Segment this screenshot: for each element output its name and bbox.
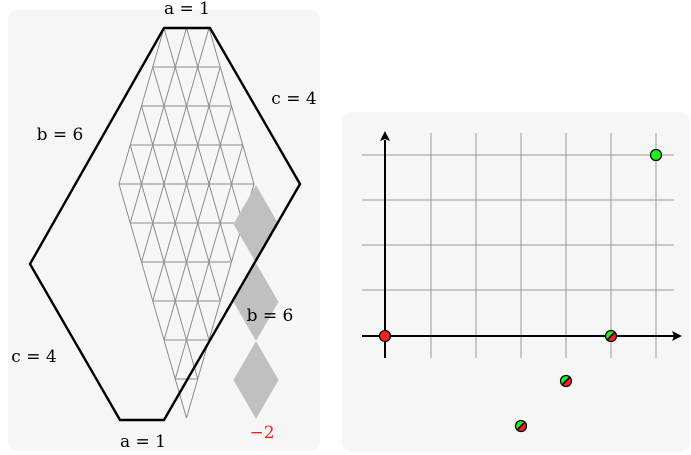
- grid-edge: [174, 300, 187, 341]
- grid-edge: [219, 105, 232, 146]
- grid-edge: [197, 222, 210, 263]
- grid-edge: [208, 144, 221, 185]
- grid-edge: [129, 105, 142, 146]
- label-b-right: b = 6: [247, 306, 294, 326]
- grid-edge: [174, 144, 187, 185]
- grid-edge: [163, 261, 176, 302]
- grid-edge: [163, 339, 176, 380]
- lattice-panel: [342, 112, 690, 452]
- lattice-points: [378, 148, 663, 433]
- grid-edge: [152, 66, 165, 107]
- x-axis-arrow: [672, 331, 682, 341]
- grid-edge: [197, 300, 210, 341]
- grid-edge: [174, 261, 187, 302]
- grid-edge: [197, 261, 210, 302]
- grid-edge: [118, 144, 131, 185]
- grid-edge: [141, 66, 154, 107]
- triangle-grid: [118, 27, 255, 419]
- grid-edge: [219, 183, 232, 224]
- point-origin: [378, 329, 392, 343]
- grid-edge: [208, 105, 221, 146]
- point-below-point-2: [514, 419, 528, 433]
- y-axis-arrow: [380, 131, 390, 141]
- grid-edge: [163, 27, 176, 68]
- grid-edge: [152, 27, 165, 68]
- grid-edge: [186, 378, 199, 419]
- lattice-grid: [362, 133, 674, 358]
- grid-edge: [163, 144, 176, 185]
- grid-edge: [174, 222, 187, 263]
- grid-edge: [186, 66, 199, 107]
- grid-edge: [118, 183, 131, 224]
- grid-edge: [219, 144, 232, 185]
- grid-edge: [141, 183, 154, 224]
- grid-edge: [129, 222, 142, 263]
- label-negative-two: −2: [249, 423, 274, 443]
- grid-edge: [152, 105, 165, 146]
- grid-edge: [186, 27, 199, 68]
- grid-edge: [208, 183, 221, 224]
- point-x-axis-point: [604, 329, 618, 343]
- grid-edge: [174, 27, 187, 68]
- grid-edge: [231, 144, 244, 185]
- grid-edge: [197, 183, 210, 224]
- rhombus-strip: [233, 185, 279, 419]
- grid-edge: [208, 300, 221, 341]
- grid-edge: [129, 183, 142, 224]
- grid-edge: [163, 222, 176, 263]
- grid-edge: [174, 339, 187, 380]
- grid-edge: [152, 222, 165, 263]
- grid-edge: [152, 183, 165, 224]
- shaded-rhombus-2: [233, 263, 279, 341]
- grid-edge: [219, 261, 232, 302]
- grid-edge: [141, 144, 154, 185]
- label-b-left: b = 6: [37, 125, 84, 145]
- grid-edge: [129, 144, 142, 185]
- grid-edge: [163, 66, 176, 107]
- grid-edge: [186, 261, 199, 302]
- label-c-right: c = 4: [271, 89, 316, 109]
- grid-edge: [219, 222, 232, 263]
- label-c-left: c = 4: [11, 347, 56, 367]
- grid-edge: [186, 183, 199, 224]
- grid-edge: [186, 144, 199, 185]
- label-a-top: a = 1: [164, 0, 210, 19]
- grid-edge: [208, 261, 221, 302]
- grid-edge: [152, 261, 165, 302]
- grid-edge: [197, 144, 210, 185]
- grid-edge: [208, 66, 221, 107]
- shaded-rhombus-3: [233, 341, 279, 419]
- grid-edge: [197, 27, 210, 68]
- grid-edge: [163, 183, 176, 224]
- grid-edge: [242, 144, 255, 185]
- grid-edge: [186, 300, 199, 341]
- grid-edge: [174, 378, 187, 419]
- grid-edge: [152, 144, 165, 185]
- grid-edge: [141, 261, 154, 302]
- grid-edge: [141, 222, 154, 263]
- grid-edge: [174, 66, 187, 107]
- grid-edge: [208, 222, 221, 263]
- grid-edge: [186, 222, 199, 263]
- grid-edge: [197, 105, 210, 146]
- grid-edge: [219, 66, 232, 107]
- grid-edge: [186, 339, 199, 380]
- label-a-bottom: a = 1: [120, 432, 166, 452]
- grid-edge: [208, 27, 221, 68]
- grid-edge: [163, 300, 176, 341]
- point-below-point-1: [559, 374, 573, 388]
- axes: [362, 131, 682, 358]
- grid-edge: [197, 66, 210, 107]
- grid-edge: [174, 183, 187, 224]
- grid-edge: [174, 105, 187, 146]
- grid-edge: [141, 105, 154, 146]
- grid-edge: [163, 105, 176, 146]
- grid-edge: [231, 105, 244, 146]
- shaded-rhombus-1: [233, 185, 279, 263]
- grid-edge: [152, 300, 165, 341]
- hexagon-outline: [28, 26, 302, 422]
- point-top-right-point: [649, 148, 663, 162]
- grid-edge: [186, 105, 199, 146]
